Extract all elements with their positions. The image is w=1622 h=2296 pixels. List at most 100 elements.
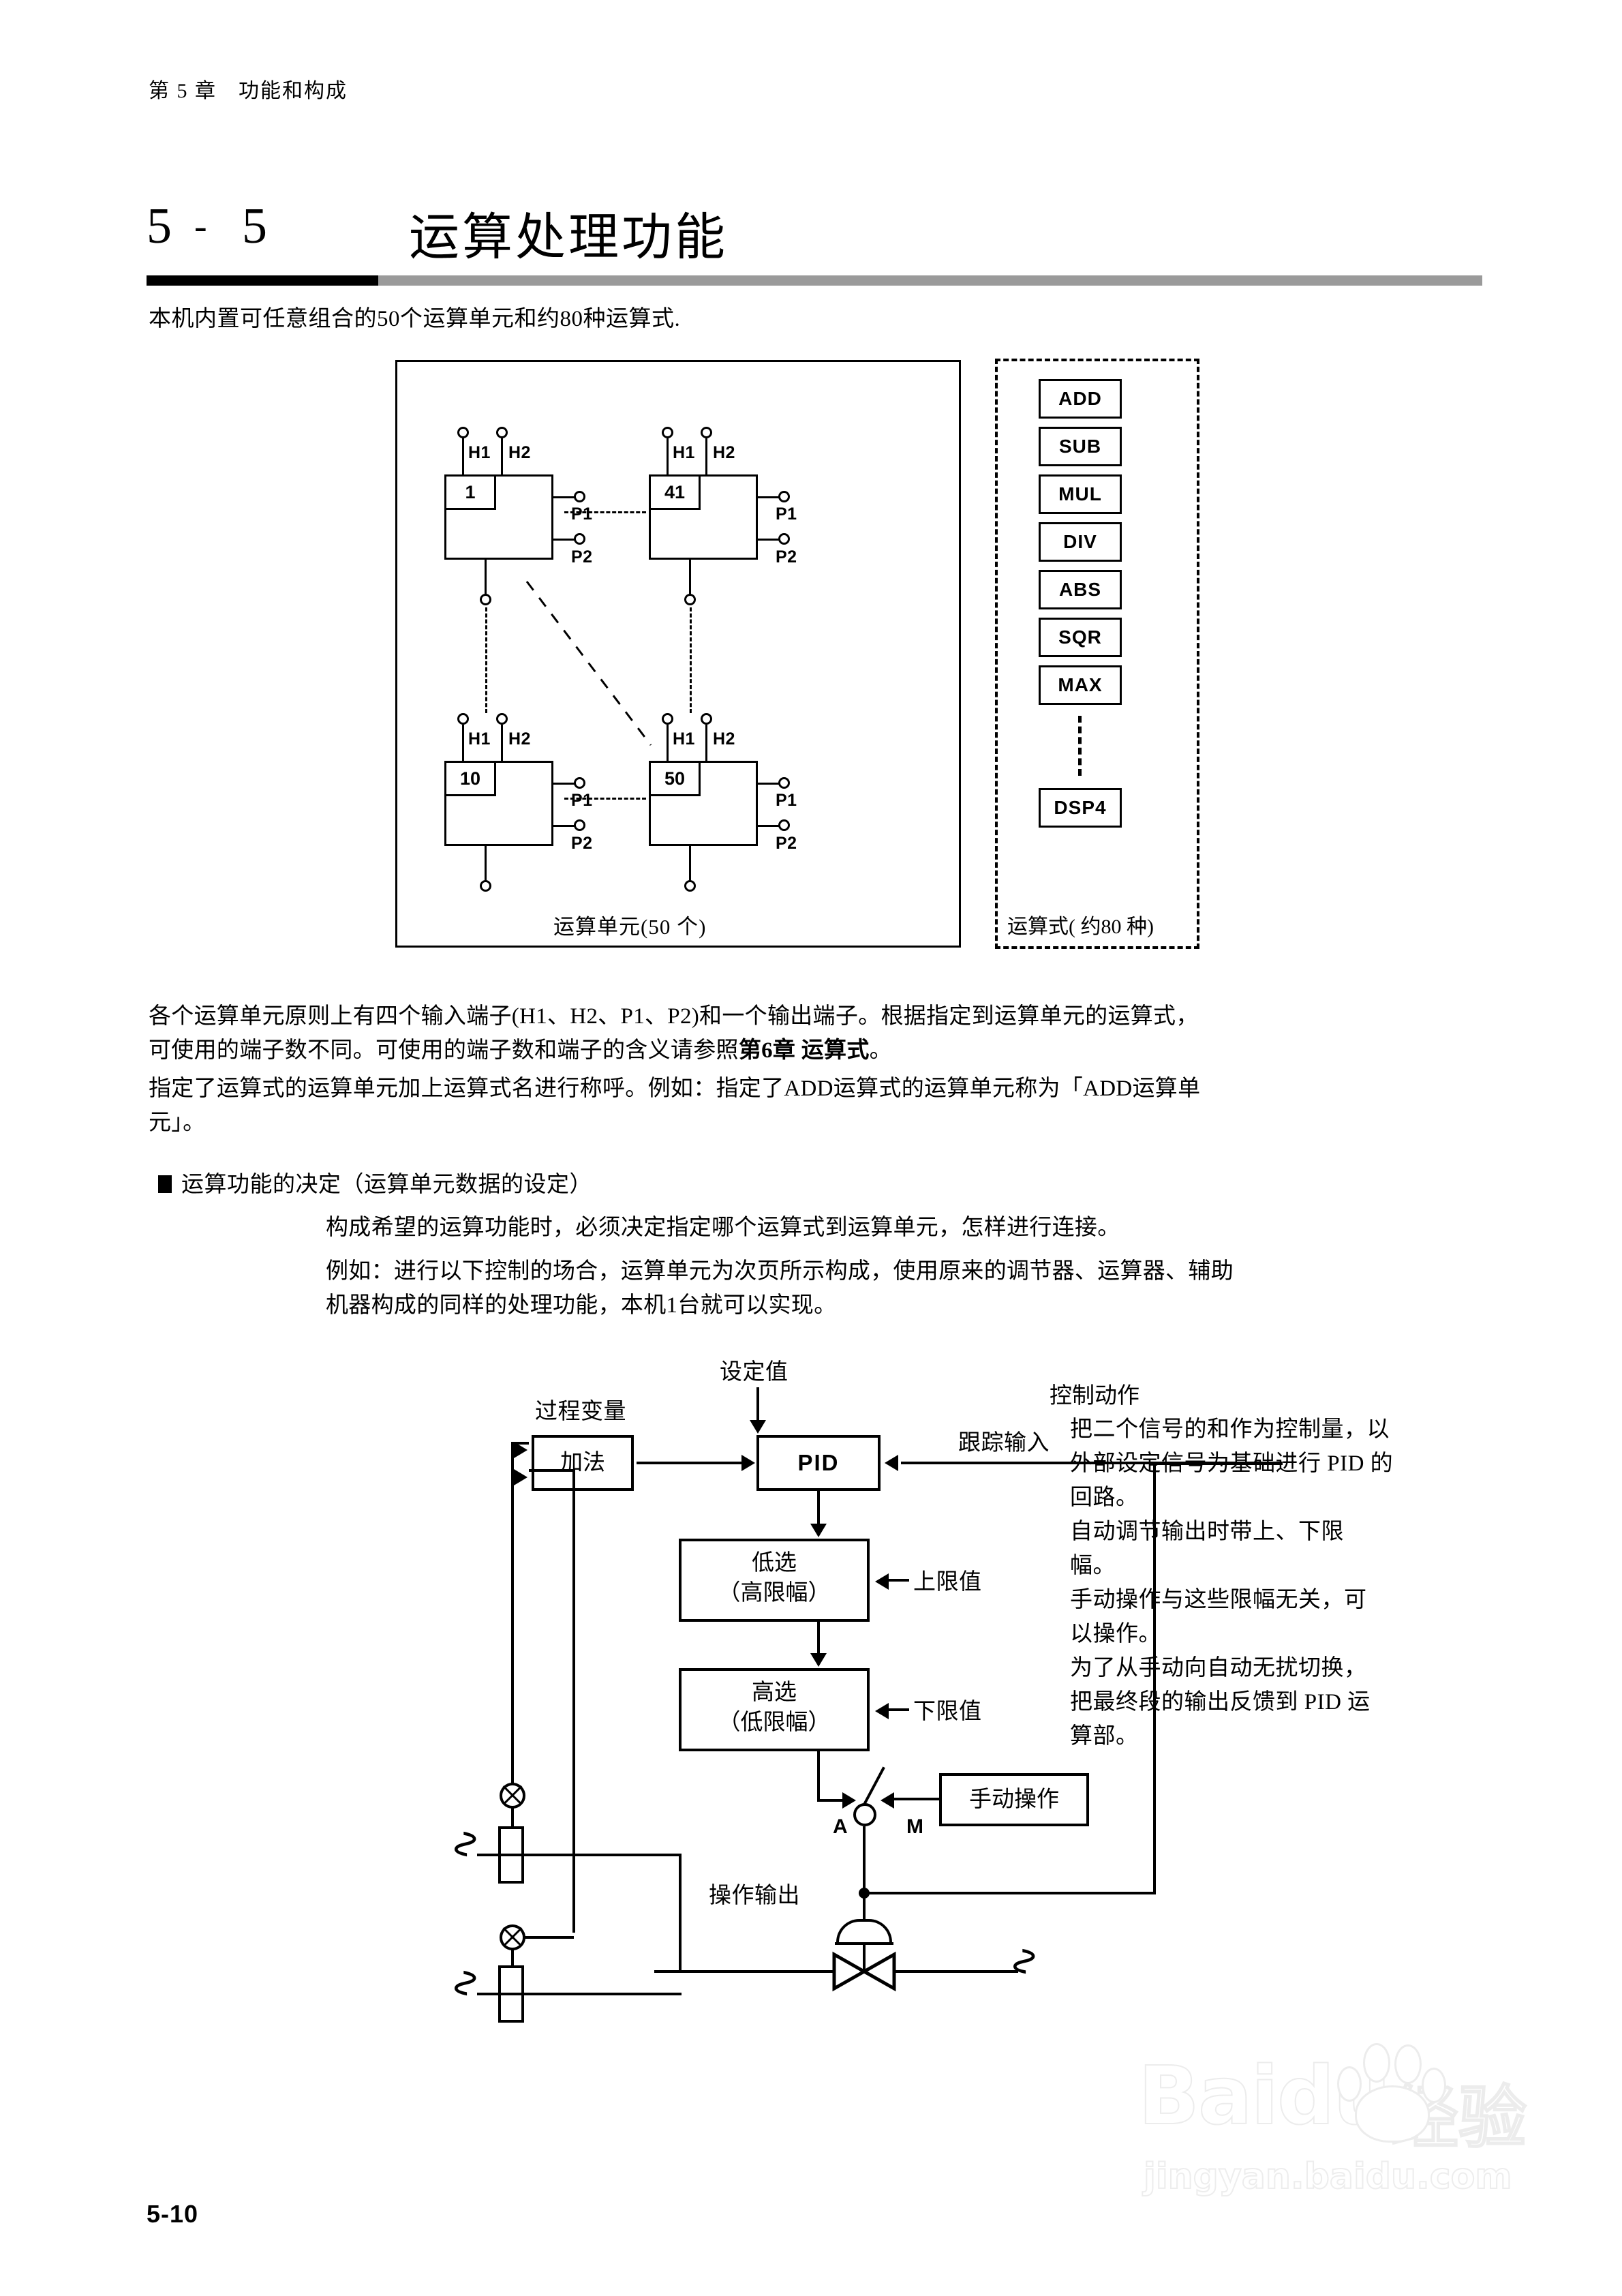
unit41-h1-lead — [667, 438, 669, 476]
manual-input-line — [894, 1798, 939, 1800]
valve-outlet-pipe — [896, 1970, 1018, 1973]
unit1-p2-label: P2 — [571, 547, 593, 567]
unit41-h2-terminal — [701, 427, 712, 438]
pipe-break-1: ∿ — [443, 1827, 490, 1861]
pid-to-lowselect-line — [817, 1491, 820, 1530]
switch-pivot — [853, 1803, 876, 1826]
unit50-body: 50 — [649, 761, 758, 846]
bullet-square-icon — [158, 1175, 172, 1193]
unit10-body: 10 — [444, 761, 553, 846]
lowselect-to-highselect-arrow — [810, 1653, 827, 1667]
p1-l2-c: 。 — [869, 1038, 892, 1063]
explanation-line-8: 为了从手动向自动无扰切换， — [1070, 1656, 1367, 1680]
unit1-p1-terminal — [574, 491, 585, 502]
unit41-h2-label: H2 — [713, 443, 735, 462]
unit1-h1-terminal — [457, 427, 469, 438]
page-number: 5-10 — [147, 2200, 199, 2228]
unit10-id: 10 — [444, 761, 496, 796]
bullet-paragraph-2-line2: 机器构成的同样的处理功能，本机1台就可以实现。 — [326, 1293, 837, 1318]
page-title: 运算处理功能 — [409, 210, 728, 266]
unit10-h2-lead — [501, 725, 503, 762]
auto-mark: A — [833, 1815, 848, 1838]
paragraph-naming-line1: 指定了运算式的运算单元加上运算式名进行称呼。例如：指定了ADD运算式的运算单元称… — [149, 1076, 1201, 1101]
flow-transmitter-2-icon — [500, 1924, 525, 1950]
manual-output-label: 操作输出 — [709, 1884, 800, 1908]
pipe-break-2: ∿ — [443, 1966, 490, 2000]
link-diagonal — [525, 581, 652, 746]
paragraph-naming-line2: 元」。 — [149, 1111, 206, 1135]
control-valve-icon — [832, 1951, 896, 1992]
unit1-h1-lead — [462, 438, 464, 476]
unit1-out-terminal — [480, 594, 491, 605]
switch-auto-line — [817, 1799, 846, 1802]
op-mul: MUL — [1039, 474, 1122, 514]
unit50-p2-lead — [758, 825, 780, 827]
process-pipe-1 — [477, 1854, 682, 1856]
lower-limit-label: 下限值 — [913, 1700, 982, 1724]
unit1-p1-label: P1 — [571, 504, 593, 524]
unit50-p2-label: P2 — [776, 834, 797, 853]
op-abs: ABS — [1039, 570, 1122, 609]
pv1-line-h — [511, 1442, 529, 1445]
unit41-p1-label: P1 — [776, 504, 797, 524]
add-to-pid-arrow — [741, 1455, 755, 1471]
unit10-out-terminal — [480, 880, 491, 892]
figure-control-loop: 设定值 过程变量 加法 PID 跟踪输入 低选 （高限幅） 上限值 — [368, 1353, 1486, 2089]
unit1-out-lead — [485, 560, 487, 595]
unit10-h2-terminal — [496, 713, 508, 725]
intro-text: 本机内置可任意组合的50个运算单元和约80种运算式. — [149, 307, 681, 331]
unit50-out-lead — [689, 846, 691, 881]
setpoint-line — [756, 1387, 759, 1427]
pid-to-lowselect-arrow — [810, 1524, 827, 1537]
unit50-out-terminal — [684, 880, 696, 892]
unit50-h1-label: H1 — [673, 729, 695, 749]
unit10-out-lead — [485, 846, 487, 881]
unit41-id: 41 — [649, 474, 701, 510]
explanation-line-10: 算部。 — [1070, 1724, 1139, 1749]
unit1-h2-label: H2 — [508, 443, 531, 462]
unit41-body: 41 — [649, 474, 758, 560]
unit1-p2-lead — [553, 539, 575, 541]
unit41-out-lead — [689, 560, 691, 595]
figure1-ops-caption: 运算式( 约80 种) — [1007, 916, 1154, 938]
unit50-h1-terminal — [662, 713, 673, 725]
explanation-body: 把二个信号的和作为控制量，以 外部设定信号为基础进行 PID 的 回路。 自动调… — [1070, 1413, 1472, 1753]
tracking-input-arrow — [885, 1455, 898, 1471]
setpoint-label: 设定值 — [720, 1360, 789, 1385]
upper-limit-line — [889, 1579, 909, 1582]
op-add: ADD — [1039, 379, 1122, 419]
add-input2-arrow — [514, 1469, 527, 1485]
valve-stem-upper — [863, 1903, 866, 1923]
pid-block: PID — [756, 1435, 881, 1491]
flow-transmitter-1-icon — [500, 1783, 525, 1809]
tracking-input-line — [901, 1462, 1283, 1464]
bullet-heading-text: 运算功能的决定（运算单元数据的设定） — [181, 1173, 592, 1197]
feedback-line-v — [1153, 1462, 1156, 1893]
title-rule — [147, 275, 1482, 286]
explanation-line-7: 以操作。 — [1070, 1622, 1161, 1646]
unit50-p1-terminal — [778, 777, 790, 789]
process-variable-label: 过程变量 — [535, 1400, 626, 1424]
unit1-p2-terminal — [574, 533, 585, 545]
high-select-line2: （低限幅） — [718, 1710, 831, 1735]
unit10-p1-label: P1 — [571, 791, 593, 810]
upper-limit-label: 上限值 — [913, 1570, 982, 1595]
p1-l2-ref: 第6章 运算式 — [738, 1038, 870, 1063]
manual-operation-block: 手动操作 — [939, 1773, 1089, 1826]
operation-expression-list: ADD SUB MUL DIV ABS SQR MAX DSP4 运算式( 约8… — [995, 359, 1199, 949]
explanation-line-4: 自动调节输出时带上、下限 — [1070, 1520, 1344, 1544]
section-number-dash: - — [194, 205, 207, 247]
op-sqr: SQR — [1039, 618, 1122, 657]
explanation-title: 控制动作 — [1050, 1384, 1139, 1408]
link-unit41-unit50 — [690, 607, 692, 713]
unit50-p2-terminal — [778, 819, 790, 831]
explanation-line-6: 手动操作与这些限幅无关，可 — [1070, 1588, 1367, 1612]
transmitter2-signal — [523, 1936, 574, 1939]
unit10-p2-label: P2 — [571, 834, 593, 853]
link-unit1-unit10 — [485, 607, 487, 713]
process-pipe-2 — [477, 1993, 682, 1995]
pv2-line-v — [572, 1469, 575, 1933]
unit41-p1-terminal — [778, 491, 790, 502]
unit50-h2-terminal — [701, 713, 712, 725]
